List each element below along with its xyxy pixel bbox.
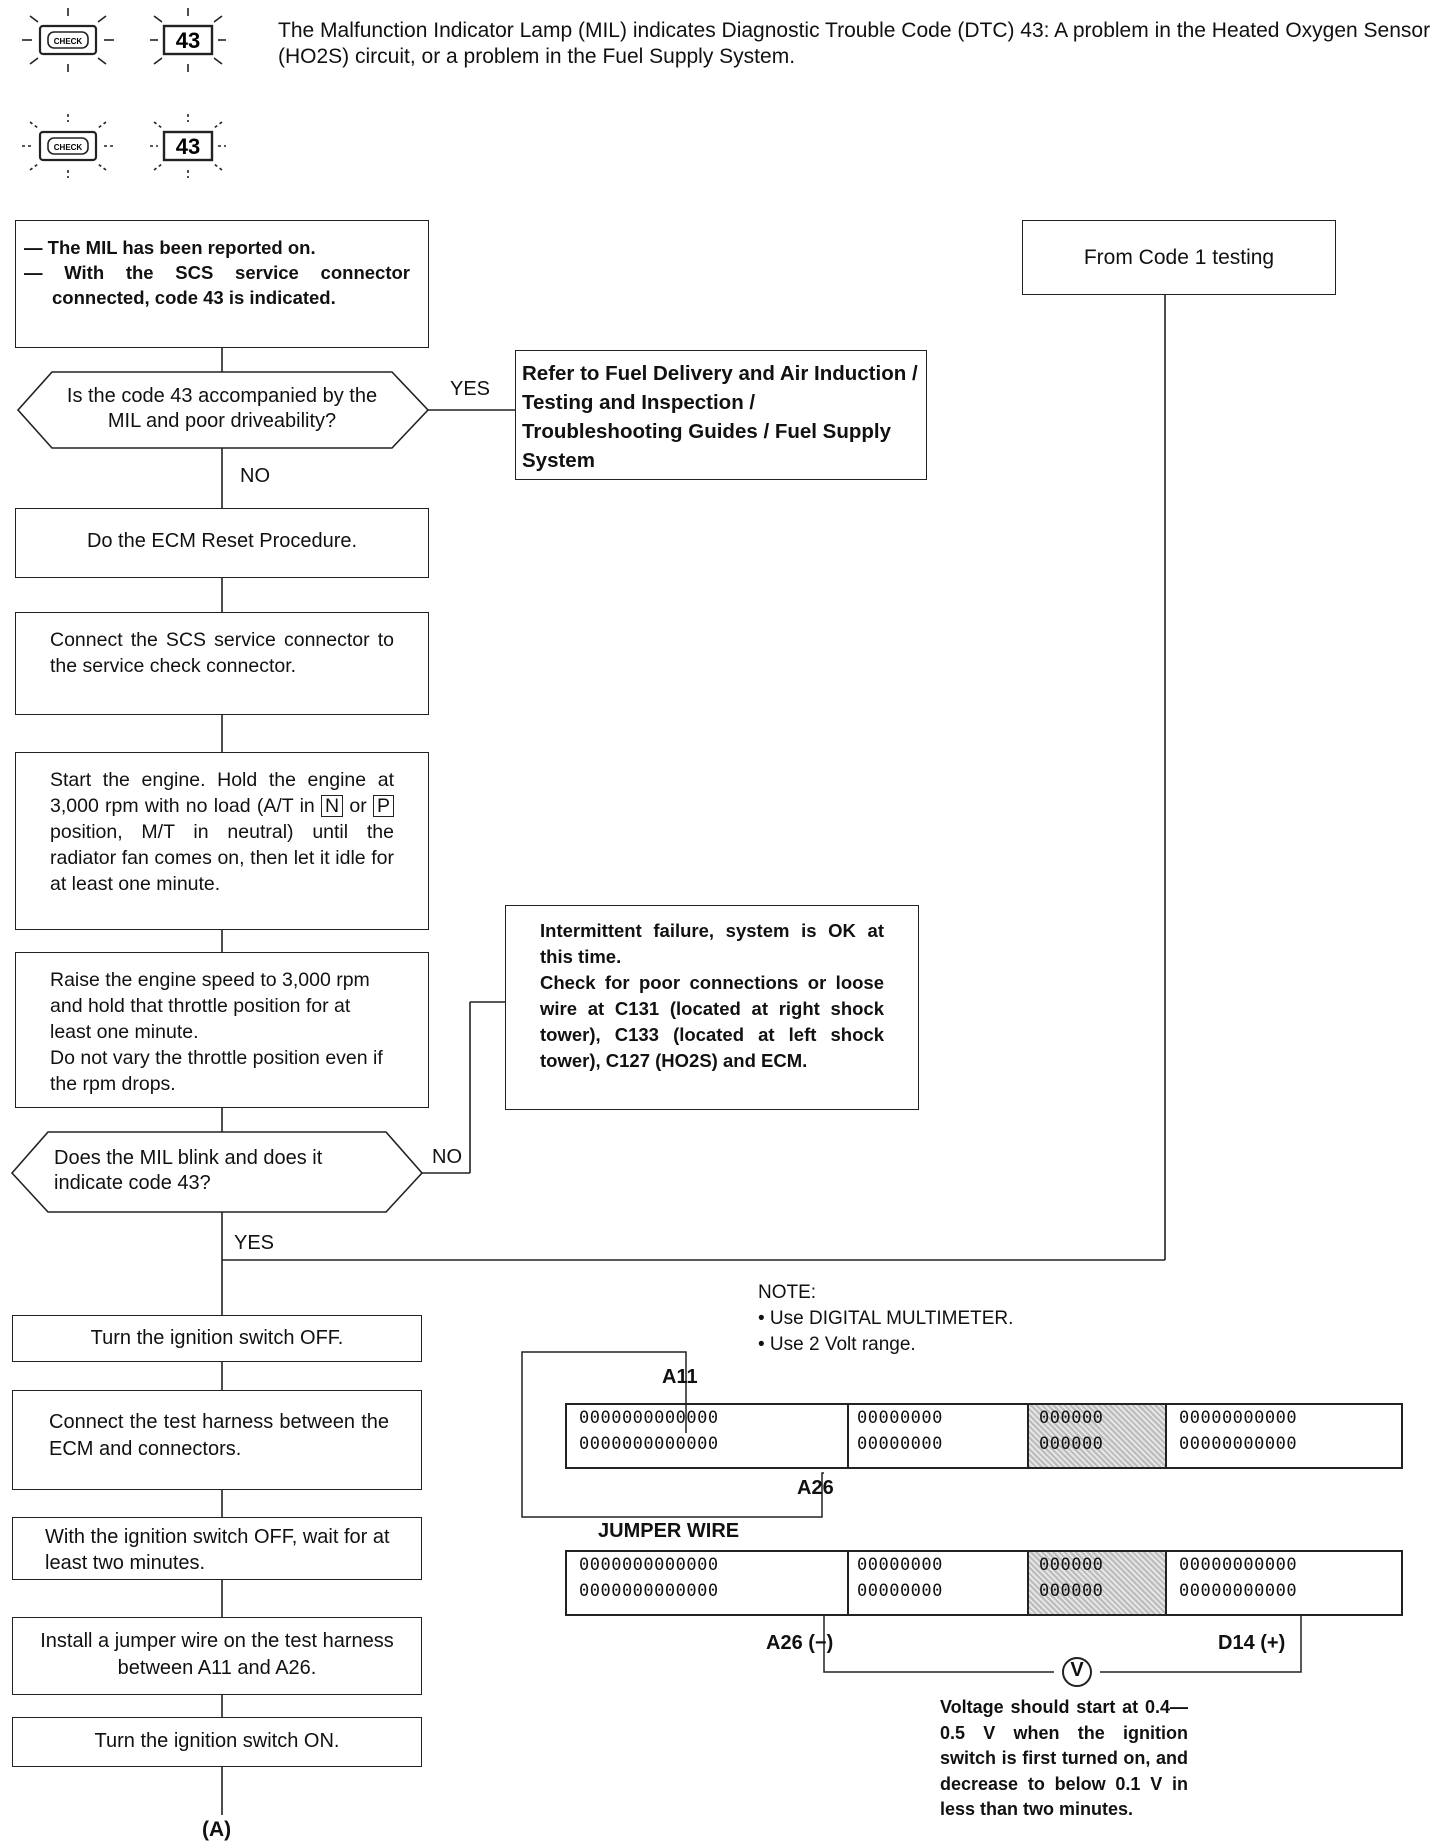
upper-c-row2: 000000 [1039, 1434, 1104, 1454]
note-item-1: • Use DIGITAL MULTIMETER. [758, 1308, 1014, 1329]
voltage-note: Voltage should start at 0.4—0.5 V when t… [940, 1697, 1188, 1819]
upper-a-row2: 0000000000000 [579, 1434, 719, 1454]
harness-connector-lower: 0000000000000 0000000000000 00000000 000… [565, 1550, 1403, 1616]
decision-2-shape [10, 1131, 424, 1213]
code-43-icon-top: 43 [150, 8, 226, 72]
lower-a-row1: 0000000000000 [579, 1555, 719, 1575]
note-item-2: • Use 2 Volt range. [758, 1334, 916, 1355]
svg-text:43: 43 [176, 134, 200, 159]
upper-c-row1: 000000 [1039, 1408, 1104, 1428]
lower-d-row2: 00000000000 [1179, 1581, 1298, 1601]
upper-block-b: 00000000 00000000 [849, 1405, 1029, 1467]
connect-scs-box: Connect the SCS service connector to the… [15, 612, 429, 715]
start-engine-text-2: position, M/T in neutral) until the radi… [50, 821, 394, 895]
raise-speed-box: Raise the engine speed to 3,000 rpm and … [15, 952, 429, 1108]
header-description: The Malfunction Indicator Lamp (MIL) ind… [278, 19, 1431, 68]
start-line-2: — With the SCS service connector connect… [24, 262, 410, 308]
ignition-on-box: Turn the ignition switch ON. [12, 1717, 422, 1767]
svg-text:CHECK: CHECK [54, 37, 83, 46]
decision-1-text: Is the code 43 accompanied by the MIL an… [66, 385, 378, 432]
start-box: — The MIL has been reported on. — With t… [15, 220, 429, 348]
decision-1-yes: YES [450, 378, 491, 400]
start-line-1: — The MIL has been reported on. [24, 237, 316, 258]
upper-block-d: 00000000000 00000000000 [1167, 1405, 1401, 1467]
from-code1-box: From Code 1 testing [1022, 220, 1336, 295]
lower-block-a: 0000000000000 0000000000000 [567, 1552, 849, 1614]
upper-b-row2: 00000000 [857, 1434, 943, 1454]
ecm-reset-label: Do the ECM Reset Procedure. [86, 530, 358, 552]
note-title: NOTE: [758, 1282, 817, 1303]
code-43-icon-blink: 43 [150, 114, 226, 178]
label-d14-pos: D14 (+) [1218, 1632, 1286, 1654]
lower-c-row2: 000000 [1039, 1581, 1104, 1601]
lower-block-c: 000000 000000 [1029, 1552, 1167, 1614]
from-code1-label: From Code 1 testing [1083, 246, 1275, 269]
connect-harness-box: Connect the test harness between the ECM… [12, 1390, 422, 1490]
ignition-off-box: Turn the ignition switch OFF. [12, 1315, 422, 1362]
voltmeter-icon: V [1070, 1659, 1084, 1681]
svg-text:CHECK: CHECK [54, 143, 83, 152]
mil-icon-blink: CHECK [22, 114, 114, 178]
upper-d-row2: 00000000000 [1179, 1434, 1298, 1454]
decision-2-text: Does the MIL blink and does it indicate … [54, 1147, 323, 1194]
label-a26-upper: A26 [797, 1477, 834, 1499]
decision-2-yes: YES [234, 1232, 275, 1254]
label-a11: A11 [662, 1366, 698, 1388]
upper-block-c: 000000 000000 [1029, 1405, 1167, 1467]
refer-box: Refer to Fuel Delivery and Air Induction… [515, 350, 927, 480]
upper-a-row1: 0000000000000 [579, 1408, 719, 1428]
wait-box: With the ignition switch OFF, wait for a… [12, 1517, 422, 1580]
lower-b-row2: 00000000 [857, 1581, 943, 1601]
lower-b-row1: 00000000 [857, 1555, 943, 1575]
lower-d-row1: 00000000000 [1179, 1555, 1298, 1575]
label-a26-neg: A26 (−) [766, 1632, 834, 1654]
decision-1-no: NO [240, 465, 270, 487]
key-p: P [373, 795, 395, 817]
mil-icon-top: CHECK [22, 8, 114, 72]
lower-block-d: 00000000000 00000000000 [1167, 1552, 1401, 1614]
start-engine-or: or [349, 795, 367, 817]
label-jumper-wire: JUMPER WIRE [598, 1520, 740, 1542]
lower-a-row2: 0000000000000 [579, 1581, 719, 1601]
key-n: N [321, 795, 344, 817]
ignition-off-label: Turn the ignition switch OFF. [90, 1327, 344, 1349]
jumper-box: Install a jumper wire on the test harnes… [12, 1617, 422, 1695]
svg-text:43: 43 [176, 28, 200, 53]
ecm-reset-box: Do the ECM Reset Procedure. [15, 508, 429, 578]
start-engine-box: Start the engine. Hold the engine at 3,0… [15, 752, 429, 930]
lower-c-row1: 000000 [1039, 1555, 1104, 1575]
intermittent-box: Intermittent failure, system is OK at th… [505, 905, 919, 1110]
lower-block-b: 00000000 00000000 [849, 1552, 1029, 1614]
start-engine-text-1: Start the engine. Hold the engine at 3,0… [50, 769, 394, 817]
continue-a: (A) [202, 1818, 232, 1841]
decision-2-no: NO [432, 1146, 462, 1168]
decision-1-shape [16, 371, 430, 449]
upper-block-a: 0000000000000 0000000000000 [567, 1405, 849, 1467]
harness-connector-upper: 0000000000000 0000000000000 00000000 000… [565, 1403, 1403, 1469]
upper-b-row1: 00000000 [857, 1408, 943, 1428]
ignition-on-label: Turn the ignition switch ON. [94, 1730, 340, 1752]
upper-d-row1: 00000000000 [1179, 1408, 1298, 1428]
